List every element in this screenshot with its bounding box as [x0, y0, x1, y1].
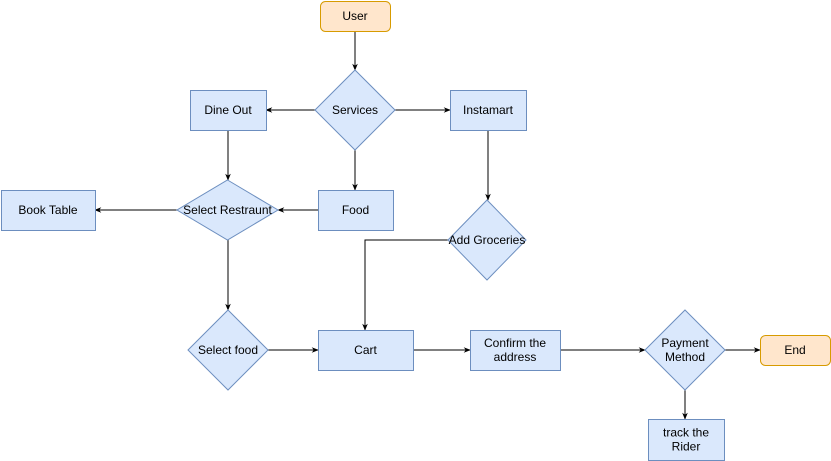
node-services: Services — [314, 69, 396, 151]
node-book-table: Book Table — [1, 190, 96, 231]
confirm-address-label: Confirm the — [484, 336, 546, 350]
confirm-address-label: address — [494, 350, 537, 364]
user-terminal-shape — [320, 1, 391, 32]
track-rider-process-shape — [648, 419, 725, 461]
select-food-label: Select food — [198, 343, 258, 357]
node-select-food: Select food — [187, 309, 269, 391]
node-cart: Cart — [318, 330, 414, 371]
services-label: Services — [332, 103, 378, 117]
dine-out-label: Dine Out — [204, 103, 252, 117]
node-instamart: Instamart — [450, 90, 527, 131]
node-end: End — [760, 335, 831, 366]
payment-method-label: Method — [665, 350, 705, 364]
select-restraunt-decision-shape — [176, 179, 279, 241]
payment-method-decision-shape — [644, 309, 726, 391]
node-user: User — [320, 1, 391, 32]
select-restraunt-label: Select Restraunt — [183, 203, 272, 217]
cart-label: Cart — [354, 343, 377, 357]
add-groceries-decision-shape — [447, 199, 527, 281]
services-decision-shape — [314, 69, 396, 151]
node-dine-out: Dine Out — [190, 90, 267, 131]
food-label: Food — [342, 203, 369, 217]
book-table-process-shape — [1, 190, 96, 231]
instamart-process-shape — [450, 90, 527, 131]
end-label: End — [784, 343, 805, 357]
add-groceries-label: Add Groceries — [449, 233, 526, 247]
edges-layer — [94, 31, 761, 420]
payment-method-label: Payment — [661, 336, 709, 350]
confirm-address-process-shape — [470, 330, 561, 371]
select-food-decision-shape — [187, 309, 269, 391]
book-table-label: Book Table — [18, 203, 77, 217]
node-add-groceries: Add Groceries — [447, 199, 527, 281]
food-process-shape — [318, 190, 394, 231]
node-food: Food — [318, 190, 394, 231]
dine-out-process-shape — [190, 90, 267, 131]
cart-process-shape — [318, 330, 414, 371]
track-rider-label: Rider — [672, 440, 701, 454]
edge-add-groceries-to-cart — [362, 239, 448, 331]
track-rider-label: track the — [663, 426, 709, 440]
instamart-label: Instamart — [463, 103, 514, 117]
user-label: User — [342, 9, 367, 23]
node-select-restraunt: Select Restraunt — [176, 179, 279, 241]
